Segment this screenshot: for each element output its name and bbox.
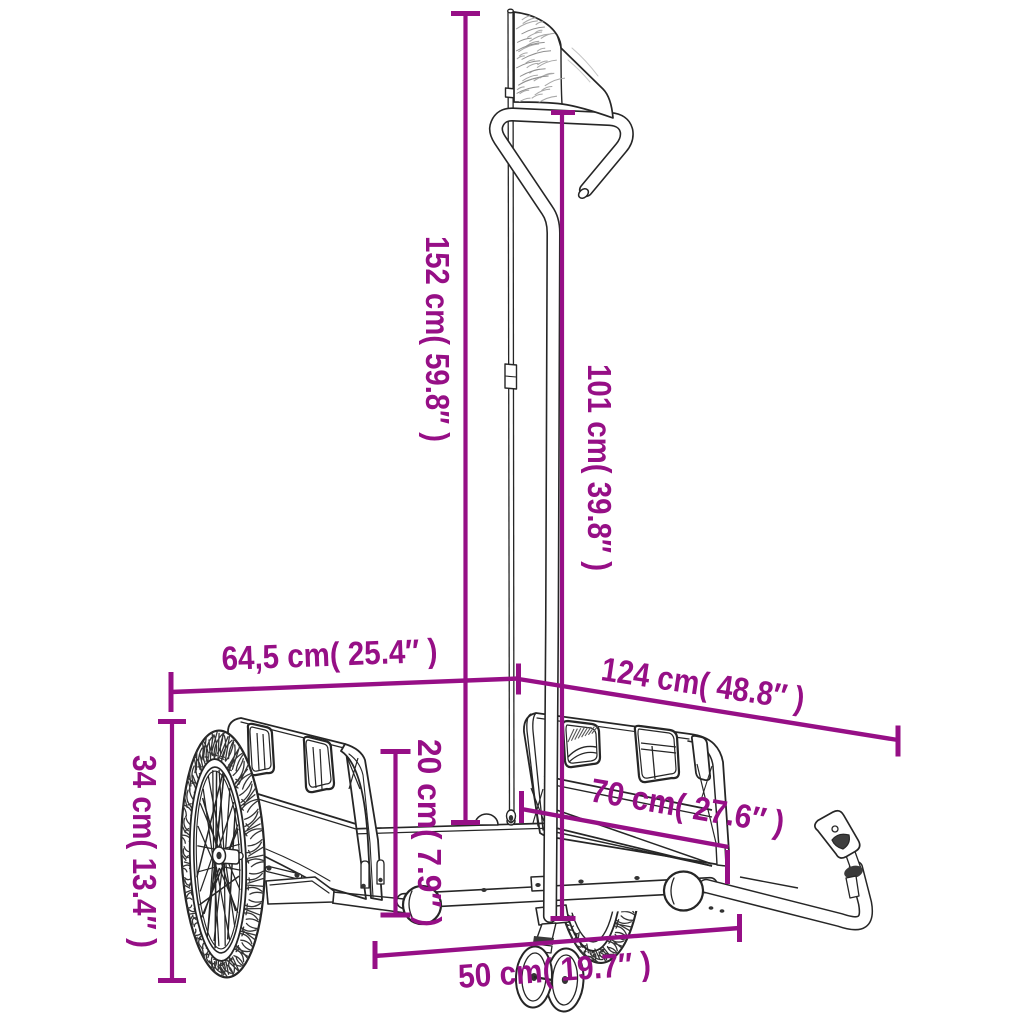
svg-text:101 cm( 39.8″ ): 101 cm( 39.8″ ) (580, 364, 617, 571)
svg-text:152 cm( 59.8″ ): 152 cm( 59.8″ ) (418, 236, 455, 442)
svg-text:64,5 cm( 25.4″ ): 64,5 cm( 25.4″ ) (221, 633, 438, 678)
svg-text:20 cm( 7.9″ ): 20 cm( 7.9″ ) (410, 739, 447, 927)
svg-text:34 cm( 13.4″ ): 34 cm( 13.4″ ) (125, 755, 162, 948)
